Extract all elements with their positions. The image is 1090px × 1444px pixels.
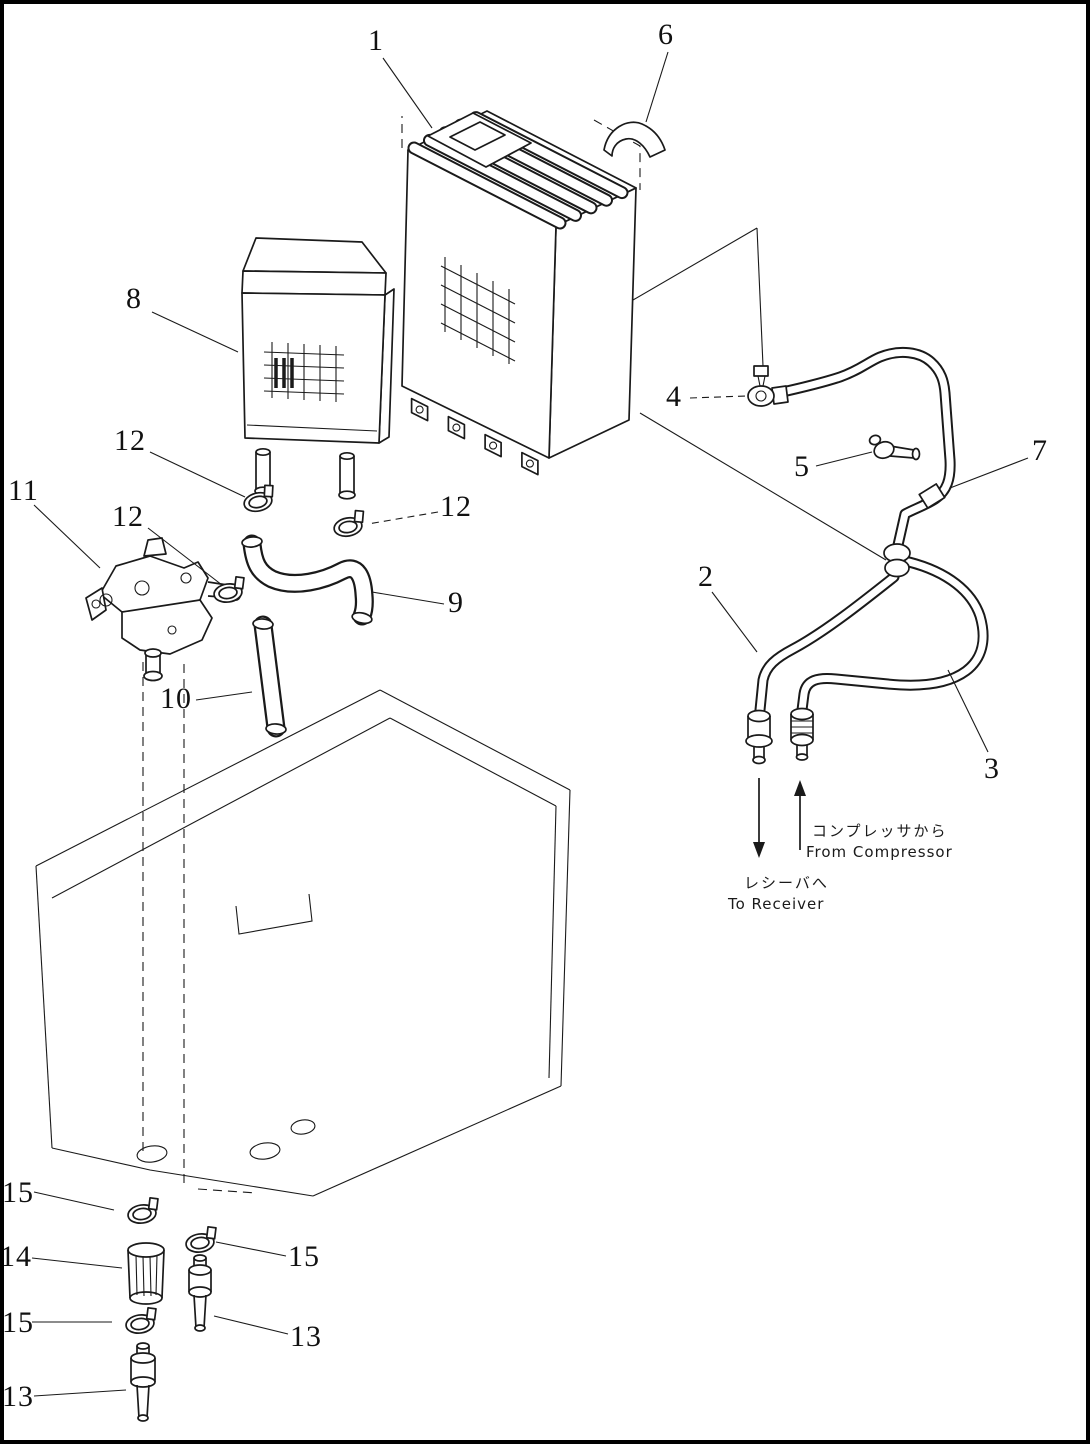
part-label-8: 8	[126, 282, 142, 315]
part-label-13-b: 13	[2, 1380, 34, 1413]
part-label-12-a: 12	[114, 424, 146, 457]
part-label-14: 14	[0, 1240, 32, 1273]
refrigerant-piping-drawing	[745, 346, 989, 765]
valve-5-drawing	[868, 434, 921, 461]
part-label-15-b: 15	[288, 1240, 320, 1273]
part-label-4: 4	[666, 380, 682, 413]
fitting-4-drawing	[747, 365, 789, 407]
part-label-15-c: 15	[2, 1306, 34, 1339]
valve-bracket-drawing	[85, 537, 242, 682]
straight-hose-drawing	[252, 615, 287, 738]
leader-lines	[31, 51, 1029, 1397]
part-label-3: 3	[984, 752, 1000, 785]
to-receiver-label-jp: レシーバへ	[744, 874, 829, 892]
part-label-12-c: 12	[440, 490, 472, 523]
part-label-2: 2	[698, 560, 714, 593]
bracket-clamp-drawing	[603, 121, 666, 158]
part-label-1: 1	[368, 24, 384, 57]
construction-lines	[632, 227, 887, 561]
part-label-7: 7	[1032, 434, 1048, 467]
condenser-core-drawing	[401, 110, 641, 476]
part-label-6: 6	[658, 18, 674, 51]
part-label-11: 11	[8, 474, 39, 507]
elbow-hose-drawing	[241, 534, 374, 626]
part-label-5: 5	[794, 450, 810, 483]
bottom-parts-drawing	[123, 1195, 220, 1422]
pipe-end-fittings-drawing	[745, 707, 814, 765]
flow-arrows	[753, 778, 806, 858]
part-label-9: 9	[448, 586, 464, 619]
from-compressor-label-jp: コンプレッサから	[812, 822, 948, 840]
from-compressor-label-en: From Compressor	[806, 843, 953, 861]
part-label-13-a: 13	[290, 1320, 322, 1353]
part-label-10: 10	[160, 682, 192, 715]
part-label-15-a: 15	[2, 1176, 34, 1209]
heater-core-drawing	[241, 237, 395, 500]
part-label-12-b: 12	[112, 500, 144, 533]
to-receiver-label-en: To Receiver	[728, 895, 825, 913]
tank-box-drawing	[35, 662, 571, 1197]
